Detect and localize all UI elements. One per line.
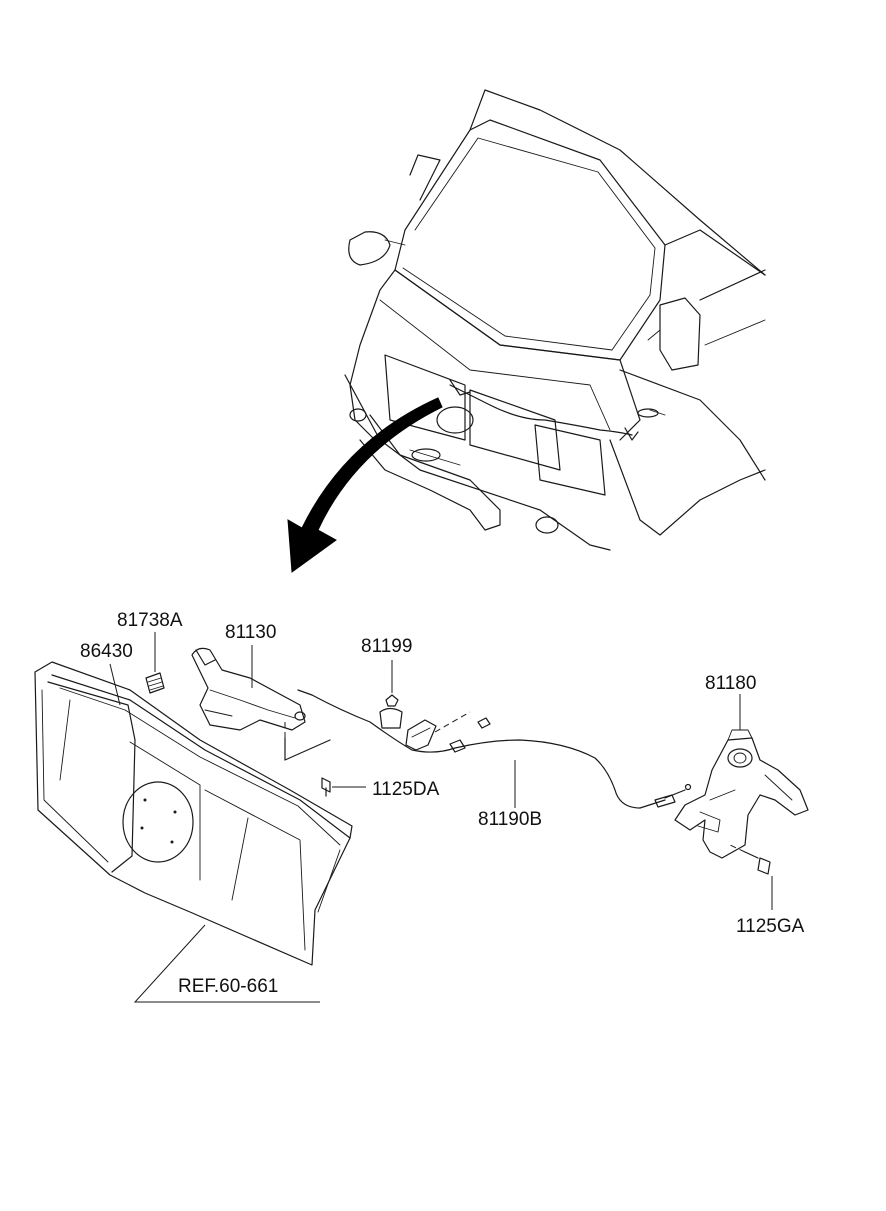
rubber-stopper-81738A bbox=[145, 672, 165, 694]
label-81130: 81130 bbox=[225, 622, 276, 643]
label-81738A: 81738A bbox=[117, 610, 183, 631]
release-handle-81180 bbox=[674, 729, 809, 859]
hood-latch-81130 bbox=[191, 647, 331, 761]
label-81199: 81199 bbox=[361, 636, 412, 657]
label-1125DA: 1125DA bbox=[372, 779, 440, 800]
cable-clip-81199 bbox=[379, 694, 491, 753]
leader-lines bbox=[109, 632, 773, 1003]
direction-arrow bbox=[287, 397, 443, 573]
label-ref-60-661: REF.60-661 bbox=[178, 976, 278, 997]
label-81190B: 81190B bbox=[478, 809, 542, 830]
release-cable-81190B bbox=[297, 689, 692, 809]
vehicle-illustration bbox=[344, 89, 766, 551]
label-86430: 86430 bbox=[80, 641, 133, 662]
label-81180: 81180 bbox=[705, 673, 756, 694]
label-1125GA: 1125GA bbox=[736, 916, 805, 937]
bolt-1125GA bbox=[729, 844, 771, 875]
radiator-grille bbox=[34, 661, 353, 966]
bolt-1125DA bbox=[321, 777, 331, 797]
